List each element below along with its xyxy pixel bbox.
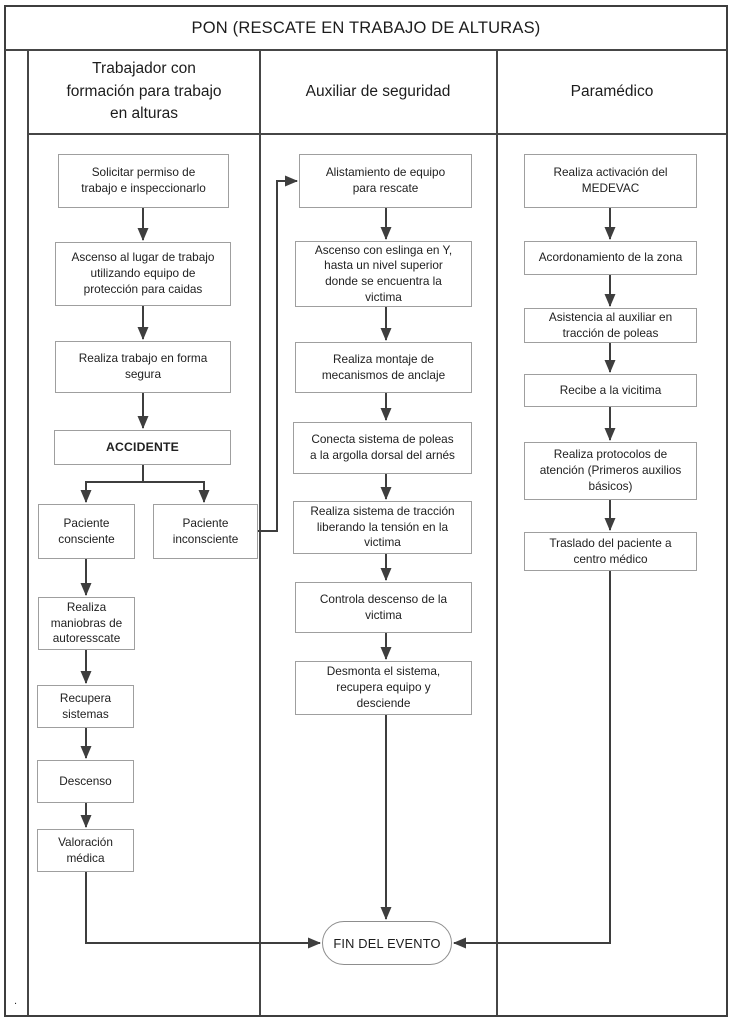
step-montaje-anclaje: Realiza montaje de mecanismos de anclaje	[295, 342, 472, 393]
step-conecta-poleas: Conecta sistema de poleas a la argolla d…	[293, 422, 472, 474]
step-traslado-paciente: Traslado del paciente a centro médico	[524, 532, 697, 571]
step-paciente-inconsciente: Paciente inconsciente	[153, 504, 258, 559]
step-sistema-traccion: Realiza sistema de tracción liberando la…	[293, 501, 472, 554]
step-valoracion-medica: Valoración médica	[37, 829, 134, 872]
step-maniobras-autorescate: Realiza maniobras de autoresscate	[38, 597, 135, 650]
lane-header-trabajador: Trabajador con formación para trabajo en…	[66, 60, 222, 123]
step-solicitar-permiso: Solicitar permiso de trabajo e inspeccio…	[58, 154, 229, 208]
step-recibe-victima: Recibe a la vicitima	[524, 374, 697, 407]
step-protocolos-atencion: Realiza protocolos de atención (Primeros…	[524, 442, 697, 500]
title-separator	[5, 49, 727, 51]
step-descenso: Descenso	[37, 760, 134, 803]
step-activacion-medevac: Realiza activación del MEDEVAC	[524, 154, 697, 208]
step-asistencia-auxiliar: Asistencia al auxiliar en tracción de po…	[524, 308, 697, 343]
step-acordonamiento-zona: Acordonamiento de la zona	[524, 241, 697, 275]
header-separator	[28, 133, 726, 135]
step-ascenso-eslinga: Ascenso con eslinga en Y, hasta un nivel…	[295, 241, 472, 307]
step-alistamiento-equipo: Alistamiento de equipo para rescate	[299, 154, 472, 208]
lane-divider-1	[259, 49, 261, 1015]
diagram-title: PON (RESCATE EN TRABAJO DE ALTURAS)	[191, 18, 541, 37]
lane-header-auxiliar: Auxiliar de seguridad	[305, 82, 451, 100]
diagram-border	[4, 5, 728, 1017]
lane-divider-2	[496, 49, 498, 1015]
margin-column-divider	[27, 49, 29, 1015]
step-recupera-sistemas: Recupera sistemas	[37, 685, 134, 728]
end-node-fin-del-evento: FIN DEL EVENTO	[322, 921, 452, 965]
lane-header-paramedico: Paramédico	[570, 82, 654, 100]
step-accidente: ACCIDENTE	[54, 430, 231, 465]
step-paciente-consciente: Paciente consciente	[38, 504, 135, 559]
step-desmonta-sistema: Desmonta el sistema, recupera equipo y d…	[295, 661, 472, 715]
step-realiza-trabajo-seguro: Realiza trabajo en forma segura	[55, 341, 231, 393]
footnote-dot: .	[14, 995, 18, 1007]
step-controla-descenso: Controla descenso de la victima	[295, 582, 472, 633]
step-ascenso-lugar-trabajo: Ascenso al lugar de trabajo utilizando e…	[55, 242, 231, 306]
